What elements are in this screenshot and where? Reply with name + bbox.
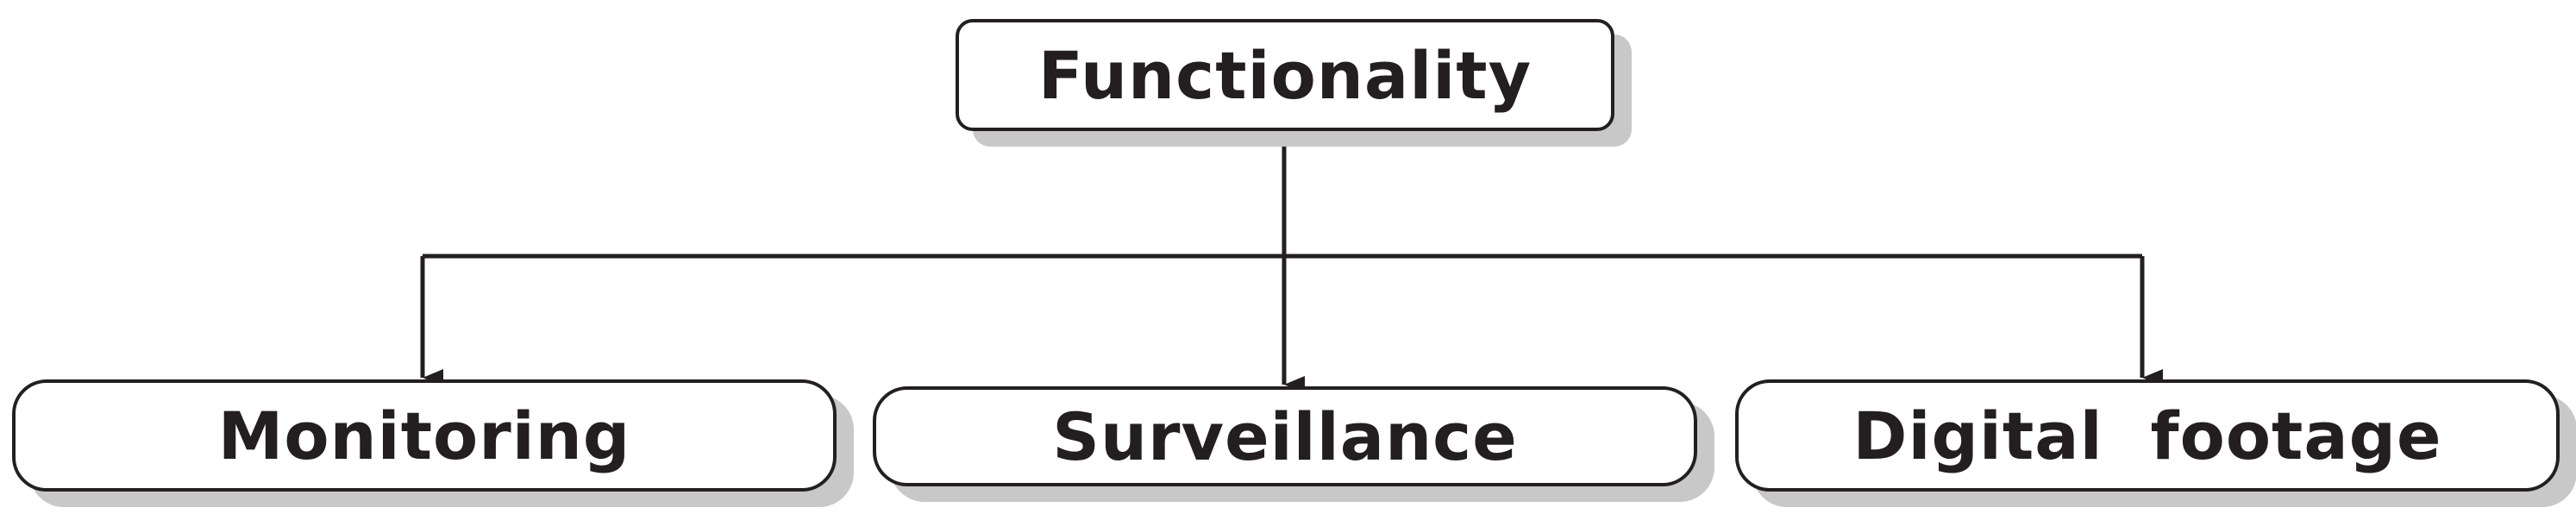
functionality-node: Functionality xyxy=(956,19,1614,131)
digital-footage-label: Digital footage xyxy=(1852,397,2442,474)
functionality-label: Functionality xyxy=(1037,36,1532,114)
monitoring-label: Monitoring xyxy=(217,397,631,474)
digital-footage-node: Digital footage xyxy=(1735,379,2560,492)
monitoring-node: Monitoring xyxy=(12,379,837,492)
surveillance-label: Surveillance xyxy=(1052,398,1518,475)
surveillance-node: Surveillance xyxy=(873,386,1697,486)
